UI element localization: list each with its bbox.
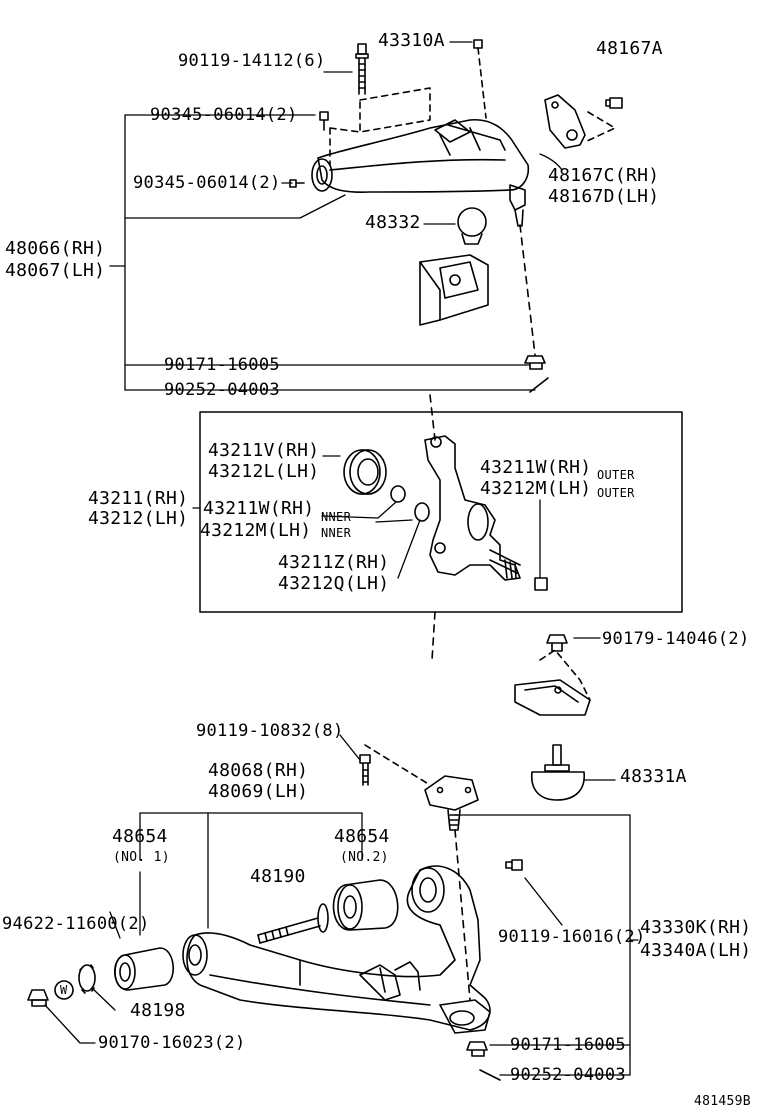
label-48069: 48069(LH) [208, 781, 309, 802]
label-outer-lh: OUTER [597, 486, 635, 500]
label-90171-16005-lower: 90171-16005 [510, 1035, 626, 1055]
lower-control-arm-drawing [27, 744, 523, 1081]
upper-control-arm-drawing [289, 39, 623, 393]
knuckle-group-frame [199, 411, 683, 613]
label-outer-rh: OUTER [597, 468, 635, 482]
label-90119-16016: 90119-16016(2) [498, 927, 646, 947]
label-43211V: 43211V(RH) [208, 440, 320, 461]
label-48654-no1: 48654 [112, 826, 168, 847]
label-43212M-outer: 43212M(LH) [480, 478, 592, 499]
label-90345-06014-lower: 90345-06014(2) [133, 173, 281, 193]
label-90119-10832: 90119-10832(8) [196, 721, 344, 741]
label-90345-06014-upper: 90345-06014(2) [150, 105, 298, 125]
label-48332: 48332 [365, 212, 421, 233]
label-washer-w: W [60, 983, 68, 997]
label-90179-14046: 90179-14046(2) [602, 629, 750, 649]
ball-joint-drawing [514, 634, 616, 801]
label-48654-no2: 48654 [334, 826, 390, 847]
label-43330K: 43330K(RH) [640, 917, 752, 938]
upper-leaders [109, 41, 563, 391]
label-43212L: 43212L(LH) [208, 461, 320, 482]
label-48067: 48067(LH) [5, 260, 106, 281]
label-43212M-inner: 43212M(LH) [200, 520, 312, 541]
label-no2: (NO.2) [340, 850, 389, 865]
label-inner-lh: NNER [321, 526, 352, 540]
label-43310A: 43310A [378, 30, 445, 51]
label-no1: (NO. 1) [113, 850, 170, 865]
label-48167D: 48167D(LH) [548, 186, 660, 207]
label-43340A: 43340A(LH) [640, 940, 752, 961]
label-48068: 48068(RH) [208, 760, 309, 781]
label-48198: 48198 [130, 1000, 186, 1021]
label-43211W-inner: 43211W(RH) [203, 498, 315, 519]
label-90171-16005-upper: 90171-16005 [164, 355, 280, 375]
label-94622-11600: 94622-11600(2) [2, 914, 150, 934]
label-43212: 43212(LH) [88, 508, 189, 529]
label-43211: 43211(RH) [88, 488, 189, 509]
label-48167A: 48167A [596, 38, 663, 59]
knuckle-leaders [192, 455, 541, 579]
diagram-id: 481459B [694, 1094, 751, 1109]
label-43212Q: 43212Q(LH) [278, 573, 390, 594]
label-90252-04003-upper: 90252-04003 [164, 380, 280, 400]
label-90119-14112: 90119-14112(6) [178, 51, 326, 71]
label-48167C: 48167C(RH) [548, 165, 660, 186]
lower-leaders [44, 734, 639, 1076]
label-43211W-outer: 43211W(RH) [480, 457, 592, 478]
label-90252-04003-lower: 90252-04003 [510, 1065, 626, 1085]
label-48190: 48190 [250, 866, 306, 887]
label-43211Z: 43211Z(RH) [278, 552, 390, 573]
label-48066: 48066(RH) [5, 238, 106, 259]
label-inner-rh: NNER [321, 510, 352, 524]
label-90170-16023: 90170-16023(2) [98, 1033, 246, 1053]
knuckle-drawing [343, 394, 548, 661]
label-48331A: 48331A [620, 766, 687, 787]
